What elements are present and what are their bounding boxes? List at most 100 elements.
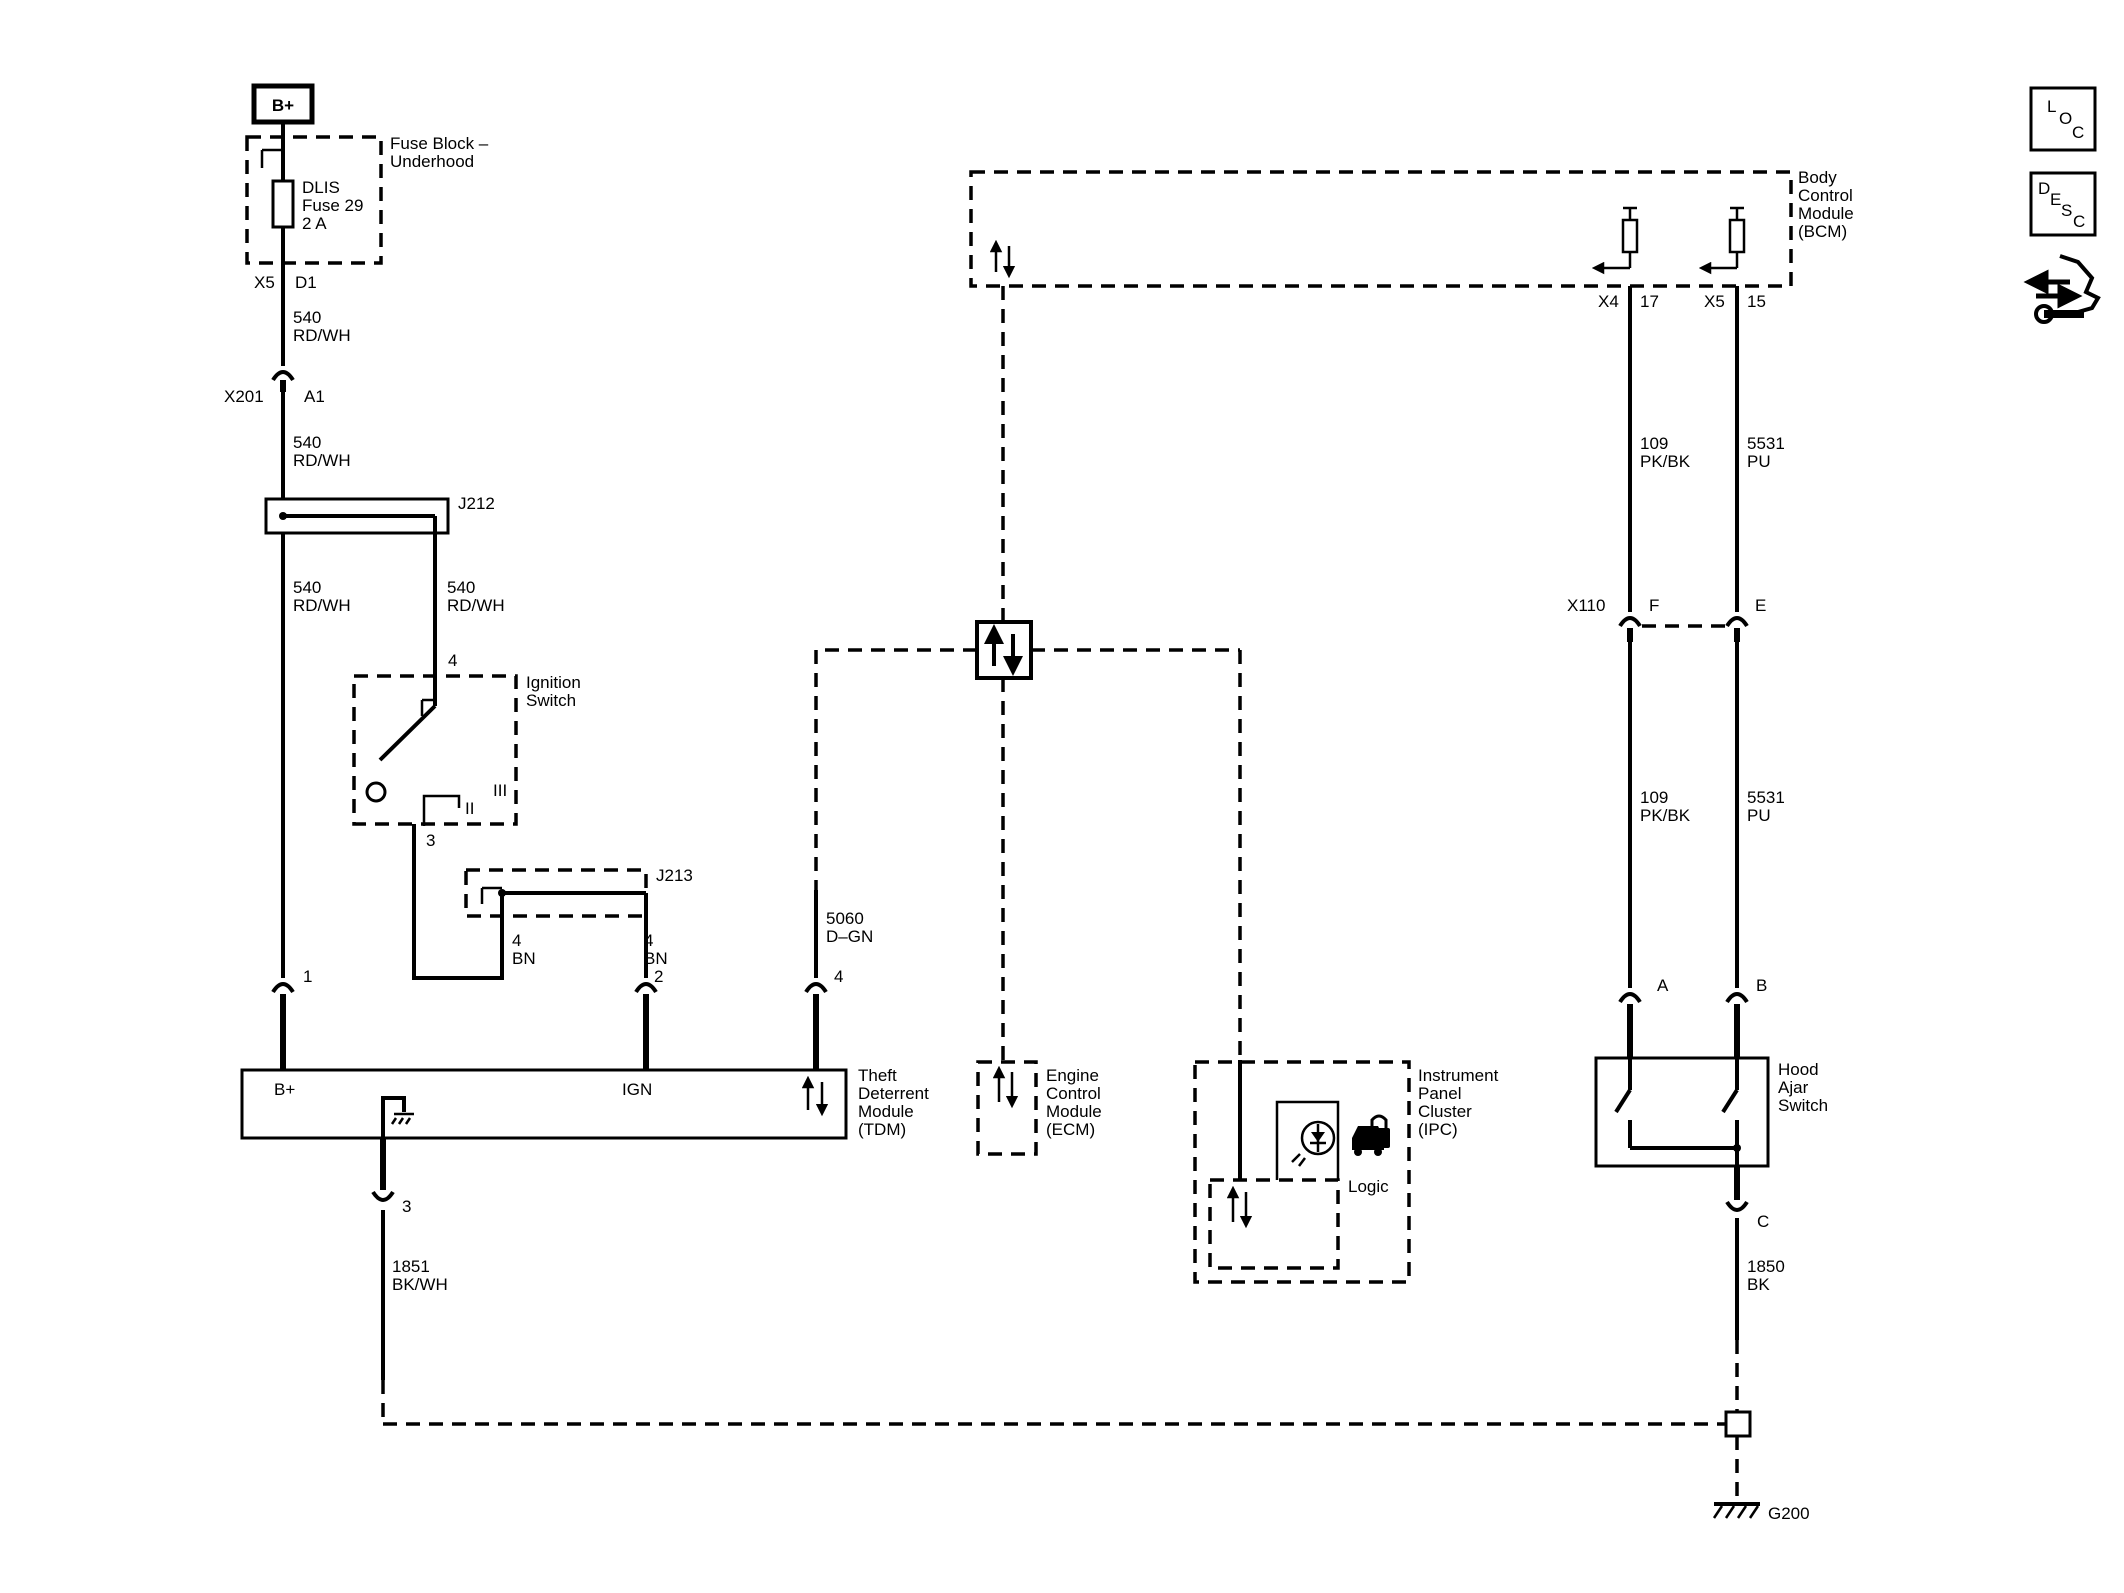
body-control-module — [969, 170, 1793, 288]
fuse-block-sublabel: Underhood — [390, 152, 474, 171]
ignition-position-iii: III — [493, 781, 507, 800]
wire-5531-color-a: PU — [1747, 452, 1771, 471]
hood-pin-c-connector — [1725, 1200, 1749, 1212]
bcm-label-3: Module — [1798, 204, 1854, 223]
hood-ajar-switch — [1594, 1056, 1770, 1168]
svg-text:D: D — [2038, 179, 2050, 198]
hood-pin-c-label: C — [1757, 1212, 1769, 1231]
bcm-x5-pin: 15 — [1747, 292, 1766, 311]
svg-text:S: S — [2061, 201, 2072, 220]
wire-540-color-d: RD/WH — [447, 596, 505, 615]
wire-109-color-b: PK/BK — [1640, 806, 1691, 825]
tdm-label-2: Deterrent — [858, 1084, 929, 1103]
fuse-name: DLIS — [302, 178, 340, 197]
wire-5531-number-a: 5531 — [1747, 434, 1785, 453]
battery-positive-terminal: B+ — [251, 83, 315, 125]
ground-g200-icon — [1712, 1502, 1760, 1519]
wire-540-color-a: RD/WH — [293, 326, 351, 345]
ignition-switch-label: Ignition — [526, 673, 581, 692]
bcm-label-2: Control — [1798, 186, 1853, 205]
splice-j212 — [264, 497, 450, 535]
wire-5060-number: 5060 — [826, 909, 864, 928]
engine-control-module — [976, 1060, 1038, 1156]
svg-text:L: L — [2047, 97, 2056, 116]
fuse-block-label: Fuse Block – — [390, 134, 489, 153]
tdm-pin-1-label: 1 — [303, 967, 312, 986]
hood-pin-a-label: A — [1657, 976, 1669, 995]
tdm-pin-1-connector — [271, 982, 295, 1070]
fuse-rating: 2 A — [302, 214, 327, 233]
wire-540-number-d: 540 — [447, 578, 475, 597]
wire-109-color-a: PK/BK — [1640, 452, 1691, 471]
ecm-label-2: Control — [1046, 1084, 1101, 1103]
connector-x110-label: X110 — [1567, 596, 1605, 615]
wire-1850-number: 1850 — [1747, 1257, 1785, 1276]
ipc-label-4: (IPC) — [1418, 1120, 1458, 1139]
bcm-label-1: Body — [1798, 168, 1837, 187]
location-icon[interactable]: L O C — [2029, 86, 2097, 152]
description-icon[interactable]: D E S C — [2029, 171, 2097, 237]
wire-540-number-a: 540 — [293, 308, 321, 327]
fuse-block-underhood: DLIS Fuse 29 2 A — [245, 135, 383, 265]
hood-switch-label-3: Switch — [1778, 1096, 1828, 1115]
bcm-serial-data-icon — [989, 239, 1016, 279]
hood-pin-a-connector — [1618, 992, 1642, 1058]
connector-x201 — [271, 370, 295, 392]
vehicle-lock-icon — [1352, 1114, 1390, 1156]
tdm-pin-4-connector — [804, 982, 828, 1070]
hood-pin-b-connector — [1725, 992, 1749, 1058]
tdm-label-1: Theft — [858, 1066, 897, 1085]
tdm-pin-3-label: 3 — [402, 1197, 411, 1216]
wire-540-number-c: 540 — [293, 578, 321, 597]
wire-1850-color: BK — [1747, 1275, 1770, 1294]
wire-5060-color: D–GN — [826, 927, 873, 946]
serial-data-splice — [975, 620, 1033, 680]
ipc-label-3: Cluster — [1418, 1102, 1472, 1121]
bcm-label-4: (BCM) — [1798, 222, 1847, 241]
wire-bn-number-a: 4 — [512, 931, 521, 950]
svg-text:E: E — [2050, 190, 2061, 209]
security-indicator-lamp-icon — [1291, 1120, 1336, 1167]
svg-text:C: C — [2072, 123, 2084, 142]
tdm-label-4: (TDM) — [858, 1120, 906, 1139]
battery-positive-label: B+ — [272, 96, 294, 115]
bcm-x5-connector: X5 — [1704, 292, 1725, 311]
ecm-label-4: (ECM) — [1046, 1120, 1095, 1139]
ipc-label-2: Panel — [1418, 1084, 1461, 1103]
ground-g200-label: G200 — [1768, 1504, 1810, 1523]
hood-switch-label-2: Ajar — [1778, 1078, 1809, 1097]
wire-540-color-c: RD/WH — [293, 596, 351, 615]
connector-tool-icon[interactable] — [2023, 254, 2101, 324]
wire-540-color-b: RD/WH — [293, 451, 351, 470]
splice-j213 — [464, 868, 648, 918]
connector-x110-pin-f: F — [1649, 596, 1659, 615]
ignition-position-ii: II — [465, 799, 474, 818]
wire-1851-number: 1851 — [392, 1257, 430, 1276]
splice-j213-label: J213 — [656, 866, 693, 885]
ecm-label-3: Module — [1046, 1102, 1102, 1121]
wire-1851-color: BK/WH — [392, 1275, 448, 1294]
fuse-block-pin: D1 — [295, 273, 317, 292]
tdm-serial-data-icon — [801, 1075, 829, 1117]
wire-109-number-b: 109 — [1640, 788, 1668, 807]
fuse-block-connector: X5 — [254, 273, 275, 292]
bcm-x4-connector: X4 — [1598, 292, 1619, 311]
ecm-label-1: Engine — [1046, 1066, 1099, 1085]
connector-x201-pin: A1 — [304, 387, 325, 406]
wire-109-number-a: 109 — [1640, 434, 1668, 453]
bcm-x4-pin: 17 — [1640, 292, 1659, 311]
tdm-bplus-pin: B+ — [274, 1080, 295, 1099]
ipc-label-1: Instrument — [1418, 1066, 1499, 1085]
ignition-switch-sublabel: Switch — [526, 691, 576, 710]
ignition-switch: II III — [352, 674, 518, 826]
wire-bn-number-b: 4 — [644, 931, 653, 950]
wire-5531-color-b: PU — [1747, 806, 1771, 825]
svg-text:O: O — [2059, 109, 2072, 128]
ipc-logic-label: Logic — [1348, 1177, 1389, 1196]
hood-switch-label-1: Hood — [1778, 1060, 1819, 1079]
bcm-input-x4-17 — [1591, 206, 1639, 275]
wire-bn-color-a: BN — [512, 949, 536, 968]
wire-540-number-b: 540 — [293, 433, 321, 452]
fuse-number: Fuse 29 — [302, 196, 363, 215]
tdm-label-3: Module — [858, 1102, 914, 1121]
